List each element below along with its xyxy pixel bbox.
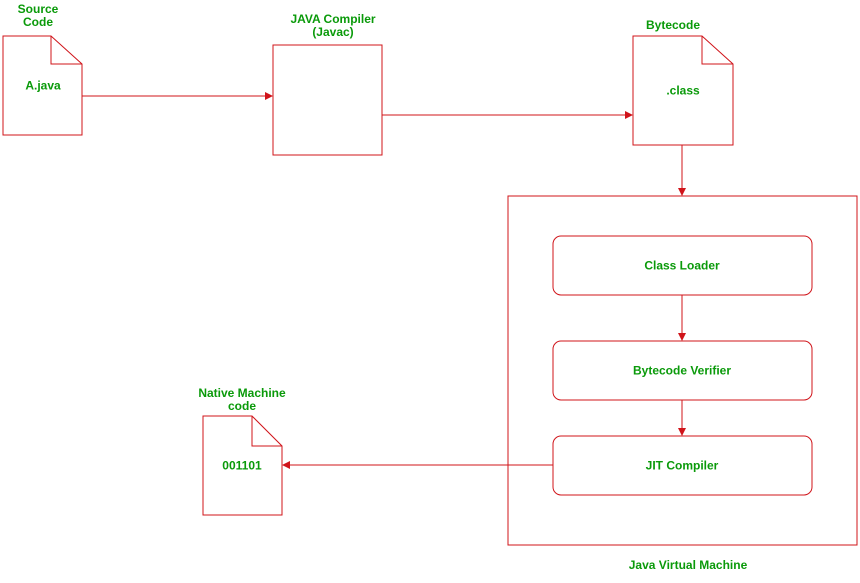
jvm-title: Java Virtual Machine <box>628 558 748 572</box>
bytecode-title: Bytecode <box>645 18 701 32</box>
bytecode-document-shape <box>632 35 734 146</box>
native-code-title-line-1: Native Machine <box>198 386 286 400</box>
source-code-document-shape <box>2 35 83 136</box>
native-code-content: 001101 <box>222 458 262 473</box>
bytecode-content: .class <box>666 83 700 98</box>
class-loader-label: Class Loader <box>644 258 720 273</box>
compiler-title-line-2: (Javac) <box>312 25 354 39</box>
compiler-title-line-1: JAVA Compiler <box>290 12 376 26</box>
native-code-document-shape <box>202 415 283 516</box>
compiler-title: JAVA Compiler (Javac) <box>268 13 398 39</box>
source-code-title-line-1: Source <box>17 2 59 16</box>
native-code-document-fold <box>251 416 282 447</box>
native-code-title-line-2: code <box>227 399 256 413</box>
jit-compiler-label: JIT Compiler <box>645 458 719 473</box>
source-code-document-fold <box>50 36 82 65</box>
bytecode-document-fold <box>701 36 733 65</box>
compiler-box <box>272 44 383 156</box>
bytecode-verifier-label: Bytecode Verifier <box>632 363 732 378</box>
source-code-title-line-2: Code <box>23 15 53 29</box>
native-code-title: Native Machine code <box>187 387 297 413</box>
source-code-title: Source Code <box>3 3 73 29</box>
source-code-content: A.java <box>25 78 61 93</box>
